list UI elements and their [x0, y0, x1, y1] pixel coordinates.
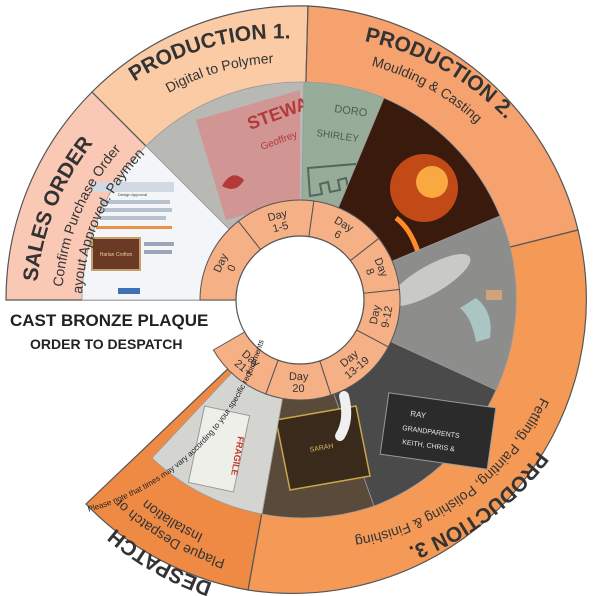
sales-order-doc-caption: Design Approval	[118, 192, 147, 197]
day-label: Day20	[289, 371, 309, 395]
fettling-grinder-icon	[299, 215, 517, 391]
diagram-title-line-1: CAST BRONZE PLAQUE	[10, 311, 209, 330]
polishing-icon: SARAH	[261, 298, 375, 519]
center-hub	[235, 235, 365, 365]
day-label: Day1-5	[266, 208, 292, 236]
mould-caption: DORO	[334, 103, 369, 120]
day-label: Day0	[212, 251, 242, 279]
polishing-caption: SARAH	[309, 443, 334, 454]
day-label: Day9-12	[368, 303, 396, 329]
sales-order-plaque-caption: Harlan Crofton	[100, 252, 133, 258]
diagram-title-line-2: ORDER TO DESPATCH	[30, 336, 183, 352]
finished-plaque-caption: RAY	[410, 409, 428, 420]
